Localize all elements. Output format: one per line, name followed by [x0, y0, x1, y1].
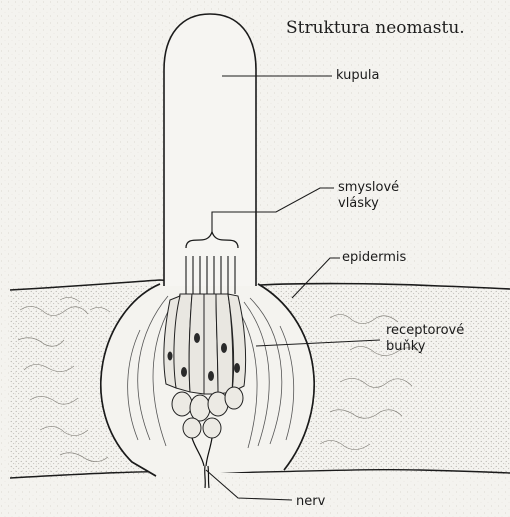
label-kupula: kupula	[336, 68, 379, 84]
label-receptor-cells-line2: buňky	[386, 339, 426, 355]
label-nerve: nerv	[296, 494, 325, 510]
label-receptor-cells-line1: receptorové	[386, 323, 464, 339]
cupula-shape	[164, 14, 256, 286]
label-sensory-hairs-line2: vlásky	[338, 196, 379, 212]
label-epidermis: epidermis	[342, 250, 406, 266]
label-sensory-hairs-line1: smyslové	[338, 180, 399, 196]
receptor-cells	[164, 294, 246, 394]
figure-caption: Struktura neomastu.	[286, 18, 465, 38]
